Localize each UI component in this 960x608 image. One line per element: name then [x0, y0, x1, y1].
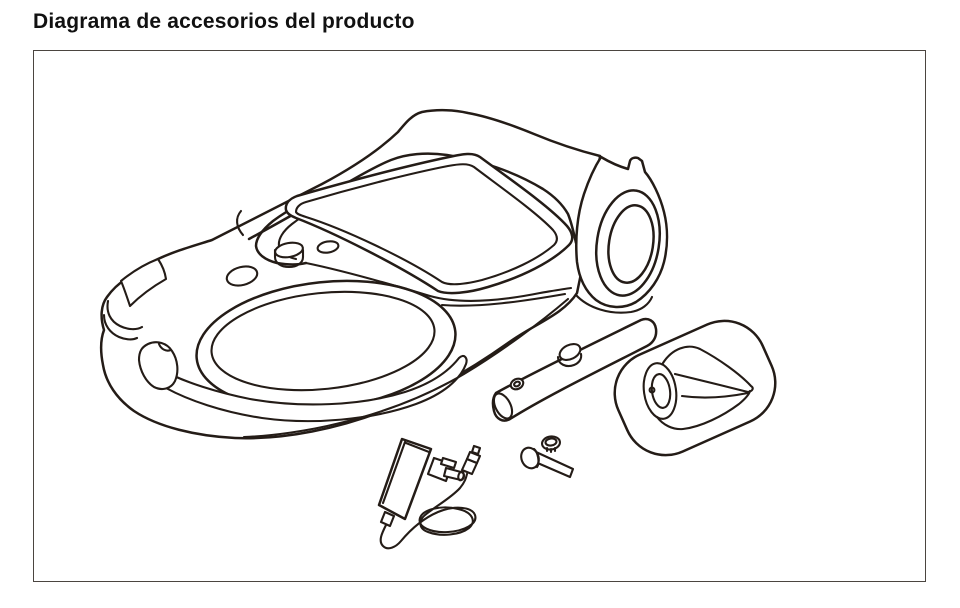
tube-pin-hole [513, 380, 521, 388]
front-blob-notch [157, 342, 173, 352]
adapter-edge-top [404, 441, 431, 454]
bumper-swoosh [160, 354, 468, 423]
nose-ridge-1 [106, 299, 144, 331]
nozzle-fin-top [661, 345, 754, 394]
deck-edge-strip [440, 292, 567, 307]
vacuum-main-unit-drawing [99, 108, 669, 440]
side-oval-inner [210, 290, 436, 392]
tube-pin [509, 377, 525, 391]
rear-skid-line [574, 293, 654, 314]
screw-head-flange [532, 447, 540, 469]
adapter-dc-plug-head [465, 450, 482, 465]
nose-ridge-2 [102, 313, 139, 341]
adapter-tab [379, 510, 396, 528]
nozzle-attachment-drawing [613, 319, 777, 457]
release-oval-button [225, 265, 259, 287]
adapter-dc-plug-tip [470, 444, 482, 456]
deck-edge-line [304, 261, 573, 302]
rear-wheel-inner [607, 204, 655, 284]
adapter-prong-small [439, 456, 458, 470]
adapter-body [377, 437, 433, 521]
power-button-side [273, 248, 305, 269]
top-panel-inner [294, 163, 558, 286]
power-adapter-drawing [377, 437, 482, 550]
extension-tube-drawing [491, 317, 658, 422]
bottom-skirt-line [242, 297, 570, 439]
tube-outline [491, 317, 658, 422]
power-button-top [274, 241, 304, 259]
adapter-prong-cap [457, 470, 465, 482]
nozzle-base [613, 319, 777, 457]
front-cap [119, 257, 168, 308]
adapter-edge-left [381, 440, 407, 505]
top-panel-outer [284, 152, 574, 295]
tube-button-rim [556, 352, 583, 368]
nozzle-blade [680, 391, 750, 399]
grip-nose-line [236, 209, 245, 237]
tube-button [558, 343, 582, 361]
small-oval-button [316, 240, 340, 254]
nozzle-mouth-dot [648, 386, 656, 394]
adapter-cord [379, 472, 477, 550]
page-title: Diagrama de accesorios del producto [33, 10, 415, 33]
tube-mouth [492, 392, 514, 420]
cap-nut-inner [544, 437, 558, 447]
cap-nut-knurls [545, 446, 557, 454]
screw-and-cap-drawing [520, 435, 575, 479]
nozzle-scoop-bottom [655, 389, 752, 431]
